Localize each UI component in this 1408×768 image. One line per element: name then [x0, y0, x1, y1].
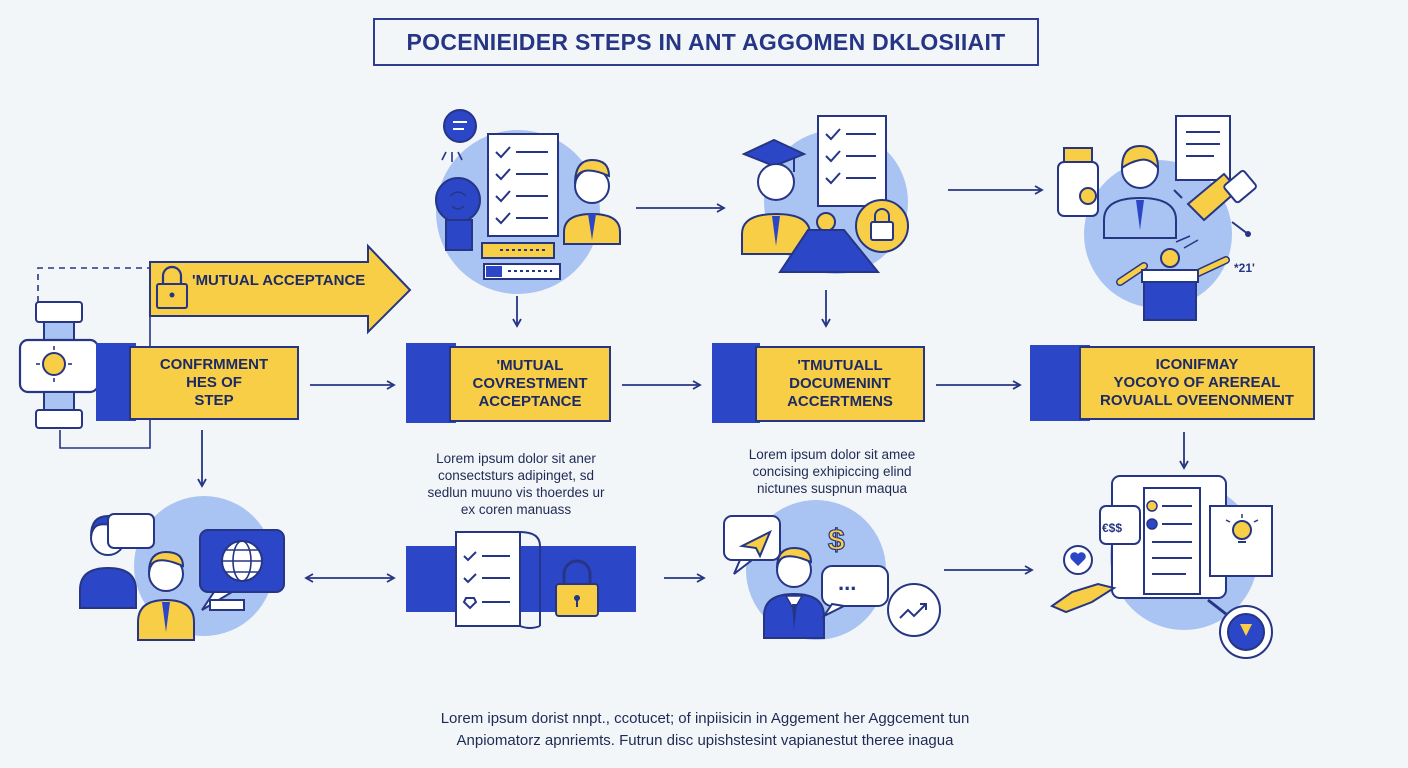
magnifier-badge-icon	[1207, 598, 1273, 659]
sensor-device-icon	[18, 301, 100, 429]
money-bubble-icon: €$$	[1099, 505, 1141, 545]
footer-text: Lorem ipsum dorist nnpt., ccotucet; of i…	[440, 710, 970, 749]
progress-bars-icon	[481, 242, 561, 280]
brain-head-icon	[435, 177, 481, 251]
step-label-3: 'TMUTUALL DOCUMENINT ACCERTMENS	[787, 357, 893, 410]
lock-icon	[156, 265, 188, 309]
speech-bubble-icon	[107, 513, 155, 549]
padlock-icon	[555, 559, 599, 617]
people-globe-illustration	[79, 496, 285, 641]
step-box-2	[406, 343, 611, 423]
description-paragraph-1: Lorem ipsum dolor sit aner consectsturs …	[427, 451, 605, 517]
businessman-chat-illustration: $ ...	[723, 500, 941, 640]
description-paragraph-2: Lorem ipsum dolor sit amee concising exh…	[748, 447, 916, 496]
trend-chart-icon	[887, 583, 941, 637]
businessman-avatar	[763, 546, 825, 639]
checklist-document-icon	[487, 133, 559, 237]
document-icon	[1143, 487, 1201, 595]
step-box-4	[1030, 345, 1315, 421]
person-avatar	[563, 158, 621, 245]
mutual-acceptance-banner-arrow	[149, 243, 412, 335]
checklist-document-icon	[455, 531, 541, 629]
chat-dots-icon: ...	[821, 565, 889, 619]
page-title: POCENIEIDER STEPS IN ANT AGGOMEN DKLOSII…	[406, 28, 1006, 55]
step-label-1: CONFRMMENT HES OF STEP	[159, 356, 269, 409]
document-icon	[1175, 115, 1231, 181]
person-avatar	[137, 550, 195, 641]
chat-bubble-icon	[441, 109, 477, 162]
documents-hand-illustration: €$$	[1049, 475, 1273, 659]
dollar-icon: $	[828, 524, 845, 557]
step-box-1	[96, 343, 299, 421]
person-avatar	[1103, 144, 1177, 239]
bottle-icon	[1057, 147, 1099, 217]
presenter-illustration: *21'	[1057, 115, 1257, 321]
chat-dots-text: ...	[838, 570, 856, 595]
navigation-bubble-icon	[723, 515, 781, 575]
step-box-3	[712, 343, 925, 423]
graduation-cap-icon	[741, 138, 807, 172]
step-label-2: 'MUTUAL COVRESTMENT ACCEPTANCE	[472, 357, 588, 410]
checklist-person-illustration	[435, 109, 621, 294]
money-text: €$$	[1102, 521, 1122, 535]
lightbulb-document-icon	[1209, 505, 1273, 577]
heart-hand-icon	[1049, 545, 1117, 614]
secure-document-illustration	[406, 531, 636, 629]
title-box: POCENIEIDER STEPS IN ANT AGGOMEN DKLOSII…	[373, 18, 1039, 66]
padlock-icon	[855, 199, 909, 253]
person-graduate-avatar	[741, 163, 811, 255]
code-sign-text: *21'	[1234, 261, 1255, 275]
pen-tool-icon	[1173, 170, 1257, 237]
podium-speaker-icon	[1116, 248, 1230, 321]
step-label-4: ICONIFMAY YOCOYO OF AREREAL ROVUALL OVEE…	[1100, 356, 1294, 409]
banner-label: 'MUTUAL ACCEPTANCE	[192, 272, 366, 289]
pyramid-icon	[778, 212, 881, 273]
globe-icon	[199, 529, 285, 611]
checklist-document-icon	[817, 115, 887, 207]
graduate-lock-illustration	[741, 115, 909, 274]
